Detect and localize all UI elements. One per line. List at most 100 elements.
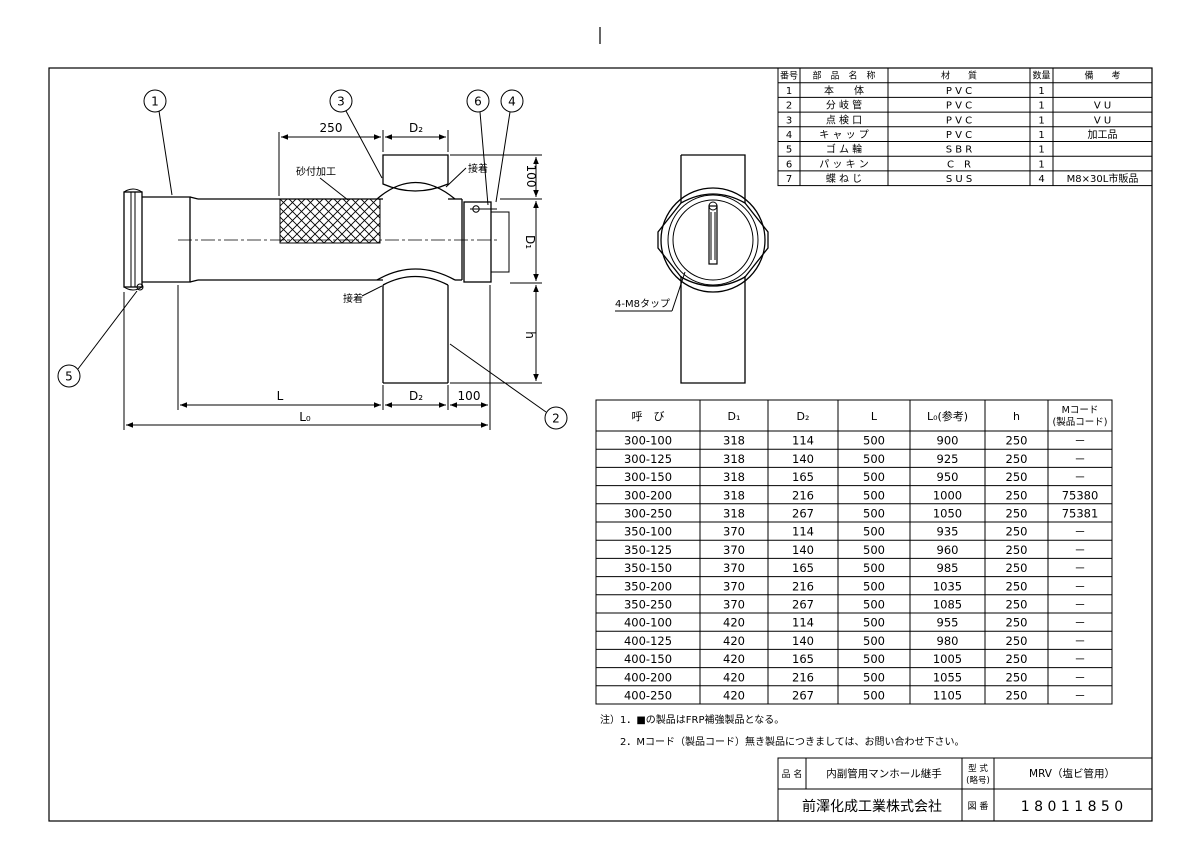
dim-cell: 370 (723, 561, 745, 575)
dim-cell: 140 (792, 634, 814, 648)
parts-cell-material: S B R (946, 145, 973, 156)
dim-header-cell: L₀(参考) (927, 409, 968, 423)
dim-cell: 1035 (933, 579, 962, 593)
dim-header-cell: D₁ (728, 410, 741, 423)
model-label-2: (略号) (966, 775, 990, 786)
dim-cell: 500 (863, 434, 885, 448)
dim-cell: 75380 (1062, 488, 1099, 502)
dim-cell: 250 (1006, 543, 1028, 557)
dim-100-top-label: 100 (524, 165, 538, 188)
parts-cell-material: P V C (946, 130, 972, 141)
dim-cell: － (1074, 452, 1086, 466)
dim-l0-label: L₀ (299, 410, 311, 424)
balloon-6: 6 (466, 89, 490, 206)
company-name: 前澤化成工業株式会社 (802, 798, 942, 815)
dim-cell: 420 (723, 634, 745, 648)
dim-cell: 300-125 (624, 452, 672, 466)
dim-cell: 420 (723, 689, 745, 703)
parts-cell-note: V U (1094, 101, 1111, 112)
dim-cell: 216 (792, 488, 814, 502)
parts-cell-name: ゴ ム 輪 (826, 143, 862, 156)
dim-250-label: 250 (320, 121, 343, 135)
dim-cell: 1105 (933, 689, 962, 703)
dim-cell: 165 (792, 561, 814, 575)
socket-end (123, 188, 199, 291)
dim-cell: 500 (863, 452, 885, 466)
product-name: 内副管用マンホール継手 (826, 767, 942, 780)
dim-cell: 1050 (933, 507, 962, 521)
dim-cell: 500 (863, 652, 885, 666)
balloon-3: 3 (329, 89, 383, 179)
dim-cell: 114 (792, 616, 814, 630)
parts-header-cell: 番号 (780, 70, 798, 82)
parts-cell-qty: 1 (1038, 115, 1044, 126)
parts-cell-name: 点 検 口 (826, 113, 862, 126)
dim-cell: 1005 (933, 652, 962, 666)
dim-cell: 140 (792, 543, 814, 557)
dim-cell: 350-250 (624, 598, 672, 612)
parts-cell-note: M8×30L市販品 (1067, 172, 1139, 185)
parts-cell-qty: 1 (1038, 159, 1044, 170)
dim-header-cell: 呼 び (632, 410, 665, 423)
balloon-4: 4 (495, 89, 524, 203)
title-block: 品 名 内副管用マンホール継手 型 式 (略号) MRV（塩ビ管用） 前澤化成工… (777, 757, 1153, 822)
dim-cell: － (1074, 579, 1086, 593)
dim-cell: 300-200 (624, 488, 672, 502)
dim-cell: 318 (723, 488, 745, 502)
dim-cell: 500 (863, 670, 885, 684)
dim-cell: 500 (863, 689, 885, 703)
dim-cell: － (1074, 470, 1086, 484)
parts-cell-material: C R (947, 159, 971, 170)
dim-cell: 300-150 (624, 470, 672, 484)
dim-cell: － (1074, 598, 1086, 612)
parts-cell-no: 6 (786, 159, 792, 170)
dim-cell: 250 (1006, 434, 1028, 448)
branch-pipe (376, 268, 462, 384)
svg-text:4: 4 (508, 95, 516, 109)
parts-cell-name: 分 岐 管 (826, 99, 862, 112)
model-label-1: 型 式 (968, 763, 988, 774)
dim-cell: 318 (723, 434, 745, 448)
svg-text:1: 1 (151, 95, 159, 109)
parts-cell-qty: 1 (1038, 130, 1044, 141)
dim-cell: 420 (723, 652, 745, 666)
dim-d2-bottom-label: D₂ (409, 389, 423, 403)
note-line-1: 注）1．■の製品はFRP補強製品となる。 (600, 713, 784, 726)
dim-cell: － (1074, 689, 1086, 703)
parts-header-cell: 数量 (1032, 70, 1050, 82)
dim-cell: 925 (937, 452, 959, 466)
main-body-pipe (178, 198, 500, 281)
drawing-frame (48, 67, 1153, 822)
bond-label-bottom: 接着 (343, 292, 363, 305)
dim-cell: 250 (1006, 670, 1028, 684)
dim-cell: 1000 (933, 488, 962, 502)
dim-cell: 400-250 (624, 689, 672, 703)
parts-header-cell: 材 質 (941, 70, 977, 82)
dim-cell: 370 (723, 598, 745, 612)
parts-cell-material: P V C (946, 115, 972, 126)
sand-coated-area (279, 198, 381, 244)
dim-cell: － (1074, 561, 1086, 575)
dim-cell: 267 (792, 507, 814, 521)
dim-cell: 420 (723, 670, 745, 684)
dim-cell: 250 (1006, 634, 1028, 648)
dim-cell: 370 (723, 579, 745, 593)
svg-text:3: 3 (337, 95, 345, 109)
dim-cell: 500 (863, 525, 885, 539)
dim-d1-label: D₁ (523, 235, 537, 249)
dim-cell: 165 (792, 470, 814, 484)
drawing-number: 1 8 0 1 1 8 5 0 (1021, 799, 1123, 815)
bond-label-top: 接着 (468, 162, 488, 175)
parts-header-cell: 部 品 名 称 (812, 70, 875, 82)
dim-cell: 500 (863, 470, 885, 484)
dim-cell: 935 (937, 525, 959, 539)
dim-100-bottom-label: 100 (458, 389, 481, 403)
parts-cell-name: 蝶 ね じ (826, 172, 862, 185)
parts-cell-material: P V C (946, 101, 972, 112)
svg-text:2: 2 (552, 412, 560, 426)
dim-cell: 250 (1006, 488, 1028, 502)
model-value: MRV（塩ビ管用） (1029, 767, 1115, 780)
dim-cell: 250 (1006, 652, 1028, 666)
